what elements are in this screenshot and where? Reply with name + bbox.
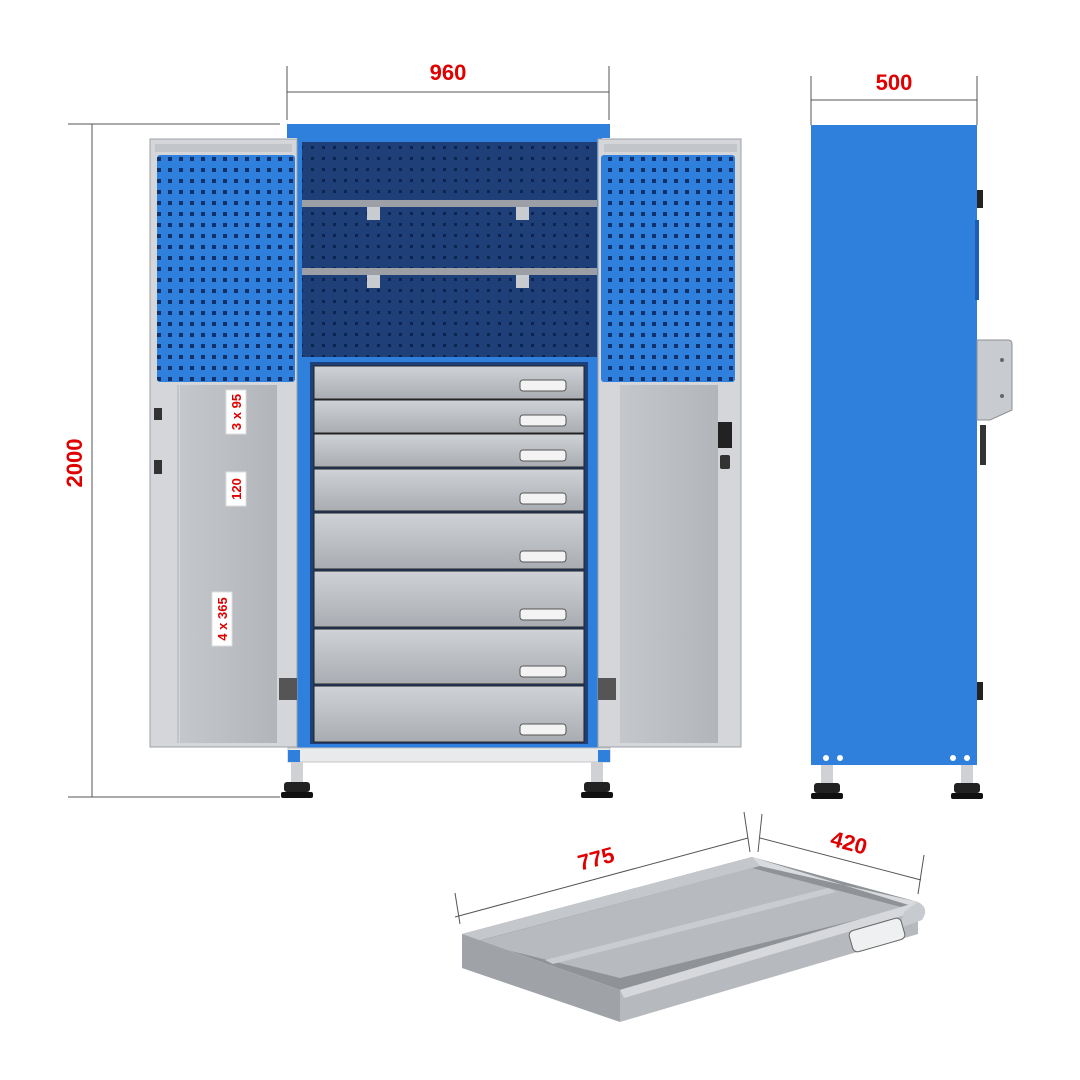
drawer-front [313, 365, 585, 400]
drawer-height-label-large: 4 x 365 [211, 591, 233, 647]
depth-dimension-label: 500 [876, 70, 913, 95]
leveling-foot [281, 762, 313, 798]
drawer-front [313, 570, 585, 628]
svg-text:4 x 365: 4 x 365 [215, 597, 230, 640]
drawer-front [313, 399, 585, 434]
drawer-length-label: 775 [575, 842, 617, 876]
shelf [302, 268, 597, 288]
right-door [597, 138, 742, 748]
drawer-height-label-medium: 120 [225, 471, 247, 507]
drawer-front [313, 628, 585, 685]
width-dimension-label: 960 [430, 60, 467, 85]
shelf [302, 200, 597, 220]
drawer-width-label: 420 [828, 826, 870, 860]
drawer-front [313, 468, 585, 512]
drawer-front [313, 433, 585, 468]
left-door [149, 138, 298, 748]
drawer-front [313, 512, 585, 570]
cabinet-side-view [811, 125, 1013, 799]
drawer-front [313, 685, 585, 743]
height-dimension-label: 2000 [62, 439, 87, 488]
drawer-isometric-view [462, 857, 926, 1022]
svg-text:120: 120 [229, 478, 244, 500]
drawer-fronts [313, 365, 585, 743]
leveling-foot [811, 765, 843, 799]
cabinet-front-view [149, 124, 742, 798]
drawer-height-label-small: 3 x 95 [225, 389, 247, 435]
svg-text:3 x 95: 3 x 95 [229, 394, 244, 430]
leveling-foot [581, 762, 613, 798]
side-lock-plate [976, 339, 1013, 465]
leveling-foot [951, 765, 983, 799]
